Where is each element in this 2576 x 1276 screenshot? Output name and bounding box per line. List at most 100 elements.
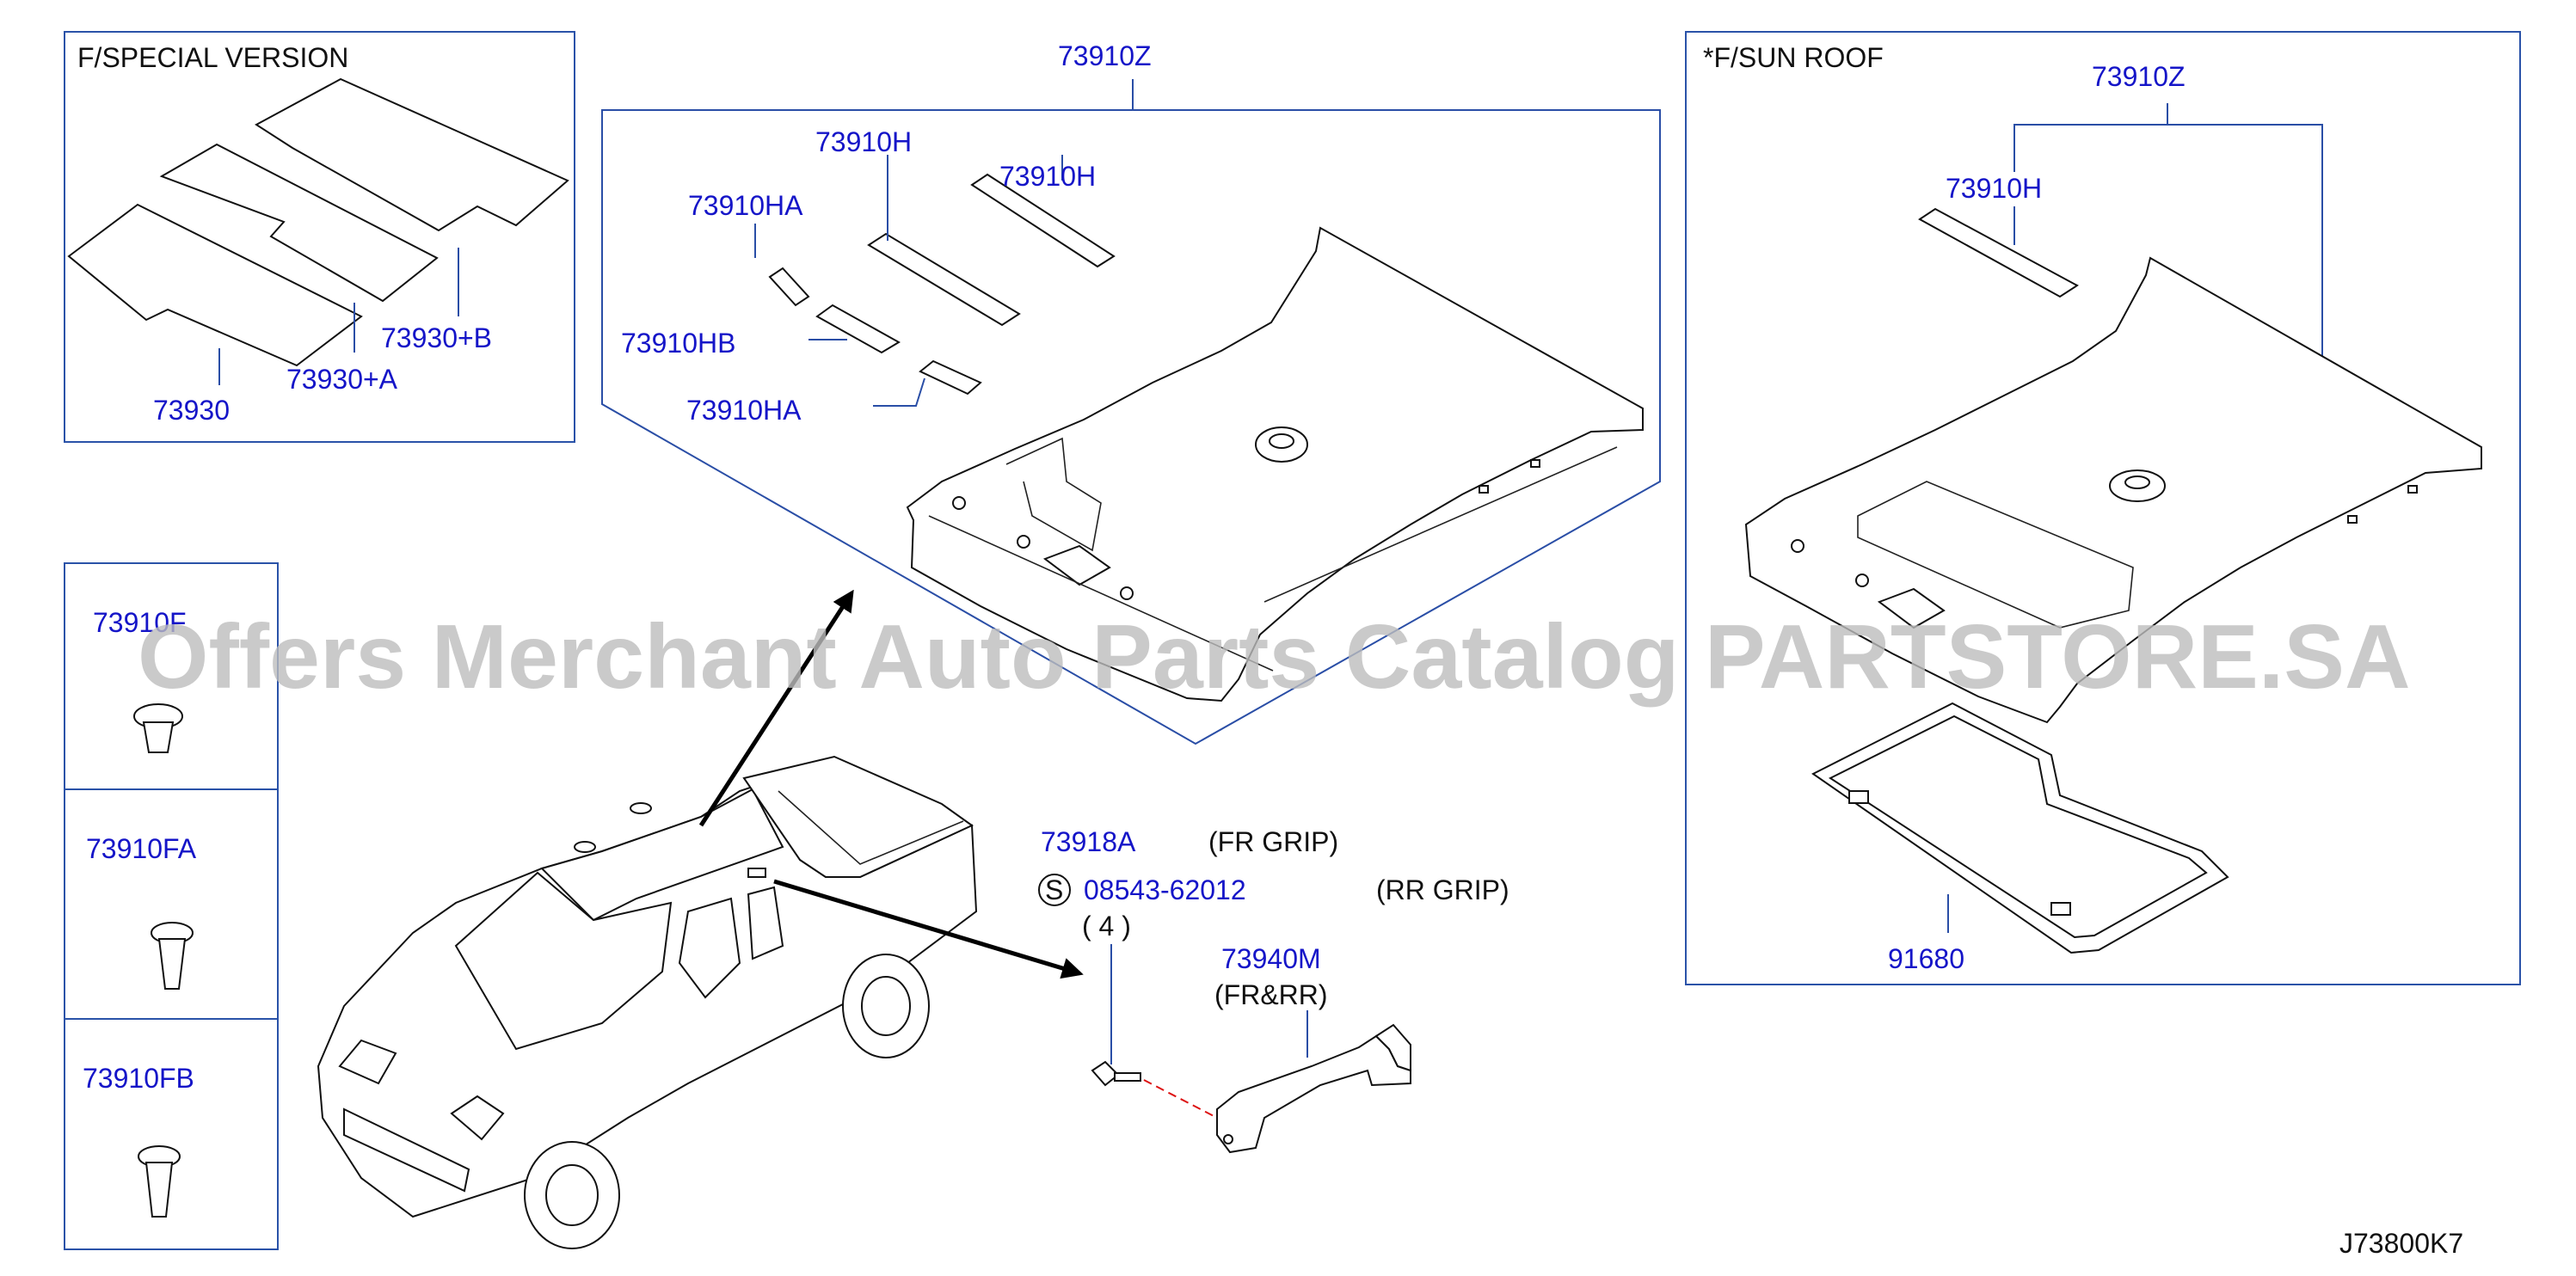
diagram-code: J73800K7 [2339, 1228, 2463, 1259]
clip-73910f-icon [133, 703, 183, 753]
part-73930-b[interactable]: 73930+B [381, 322, 492, 353]
sunroof-clip-hole-1 [1791, 539, 1804, 553]
part-91680[interactable]: 91680 [1888, 943, 1964, 974]
truck-windshield [454, 871, 673, 1051]
truck-headlamp-right [450, 1095, 505, 1141]
strip-73910hb [815, 304, 901, 354]
part-73910fa[interactable]: 73910FA [86, 833, 197, 864]
clip-73910fa-icon [151, 922, 194, 990]
sunroof-slot-1 [2347, 515, 2358, 524]
headliner-strips [768, 173, 1116, 396]
headliner-slot-1 [1479, 485, 1489, 494]
rr-grip-label: (RR GRIP) [1376, 874, 1509, 905]
headliner-slot-2 [1530, 459, 1540, 468]
fr-rr-label: (FR&RR) [1214, 979, 1328, 1010]
fr-grip-label: (FR GRIP) [1208, 826, 1338, 857]
sunroof-headliner [1744, 256, 2482, 724]
clip-73910fb-icon [138, 1145, 181, 1218]
assist-grip-body [1216, 1034, 1411, 1154]
clip-73910fa-shank [157, 938, 187, 990]
part-73910hb[interactable]: 73910HB [621, 328, 735, 359]
truck-front-hub [545, 1164, 599, 1226]
arrow-to-assist-grip [773, 879, 1084, 979]
truck-bed-inner [778, 790, 964, 865]
sunroof-opening [1857, 481, 2134, 629]
truck-side-window-rear [747, 886, 784, 960]
assist-grip-end-bracket [1374, 1023, 1411, 1072]
strip-73910h-sunroof [1918, 207, 2079, 298]
strip-73910ha-bottom [919, 359, 982, 396]
headliner-sunvisor-clip [1042, 544, 1111, 586]
bolt-install-path [1143, 1079, 1218, 1119]
part-73930-a[interactable]: 73930+A [286, 364, 398, 395]
assist-grip-section: 73918A (FR GRIP) S 08543-62012 (RR GRIP)… [1038, 826, 1509, 1154]
headliner-dome-light-inner [1269, 433, 1294, 449]
sun-roof-panel: *F/SUN ROOF 73910Z 73910H 91680 [1685, 31, 2521, 985]
headliner-73910z [906, 226, 1644, 702]
assist-grip-bolt-hole [1223, 1134, 1233, 1144]
headliner-side-edge [1263, 446, 1618, 603]
floor-mat-73930b [255, 77, 569, 232]
grip-bolt-thread [1114, 1072, 1141, 1082]
part-73910ha-top[interactable]: 73910HA [688, 190, 803, 221]
headliner-clip-hole-2 [1017, 535, 1030, 549]
truck-side-window-front [678, 897, 741, 999]
headliner-roof-lining [906, 226, 1644, 702]
sunroof-slot-2 [2407, 485, 2418, 494]
part-73910h-right[interactable]: 73910H [999, 161, 1096, 192]
part-73940m[interactable]: 73940M [1221, 943, 1321, 974]
part-73910f[interactable]: 73910F [93, 607, 187, 638]
sunroof-trim-tab-2 [2050, 902, 2071, 916]
special-version-panel: F/SPECIAL VERSION 73930 73930+A 73930+B [64, 31, 575, 443]
truck-headlamp-left [338, 1039, 397, 1085]
clip-73910fb-shank [144, 1162, 174, 1218]
grip-bolt [1091, 1060, 1141, 1087]
leader-73910z-sunroof-right [2167, 124, 2323, 370]
special-version-frame [64, 31, 575, 443]
part-73918a[interactable]: 73918A [1041, 826, 1136, 857]
standard-part-s-mark [1038, 874, 1071, 906]
arrow-to-headlining [698, 589, 854, 827]
part-73910z[interactable]: 73910Z [1058, 40, 1152, 71]
headlining-panel: 73910Z 73910H 73910H 73910HA 73910HB 739… [601, 40, 1661, 745]
clip-73910f-shank [142, 721, 175, 753]
leader-73910ha-bottom [873, 377, 925, 407]
floor-mat-73930 [67, 203, 363, 367]
sun-roof-title: *F/SUN ROOF [1703, 42, 1884, 73]
part-73910h-left[interactable]: 73910H [815, 126, 912, 157]
part-73910z-sunroof[interactable]: 73910Z [2092, 61, 2186, 92]
truck-bed [742, 755, 974, 878]
sunroof-trim-91680 [1811, 702, 2229, 954]
pickup-truck [317, 755, 978, 1249]
clip-panel-frame [64, 562, 279, 1250]
part-08543-62012[interactable]: 08543-62012 [1084, 874, 1246, 905]
watermark: Offers Merchant Auto Parts Catalog PARTS… [138, 606, 2411, 708]
sunroof-sunvisor-clip [1877, 587, 1946, 629]
headliner-clip-hole-3 [1120, 586, 1134, 600]
strip-73910ha-top [768, 267, 810, 307]
headliner-cutout [1005, 437, 1102, 552]
sunroof-clip-hole-2 [1855, 574, 1869, 587]
part-73910fb[interactable]: 73910FB [83, 1063, 194, 1094]
assist-grip-73940m [1216, 1023, 1411, 1154]
truck-grip-mount [747, 868, 766, 878]
strip-73910h-right [970, 173, 1116, 268]
part-73910ha-bottom[interactable]: 73910HA [686, 395, 802, 426]
sunroof-trim-inner [1828, 715, 2208, 939]
headliner-edge-line [928, 515, 1274, 672]
truck-cab-roof [540, 788, 784, 922]
part-73910h-sunroof[interactable]: 73910H [1946, 173, 2042, 204]
floor-mat-set [67, 77, 569, 367]
special-version-title: F/SPECIAL VERSION [77, 42, 348, 73]
headliner-clip-hole-1 [952, 496, 966, 510]
s-mark-letter: S [1045, 874, 1063, 905]
leader-73910z-sunroof-left [2013, 103, 2168, 172]
sunroof-trim-tab-1 [1848, 790, 1869, 804]
headlining-frame [601, 109, 1661, 745]
sun-roof-frame [1685, 31, 2521, 985]
sunroof-dome-light-inner [2124, 475, 2150, 489]
strip-73910h-left [867, 232, 1021, 327]
part-73930[interactable]: 73930 [153, 395, 230, 426]
truck-roof-grip-mark-1 [630, 802, 652, 814]
